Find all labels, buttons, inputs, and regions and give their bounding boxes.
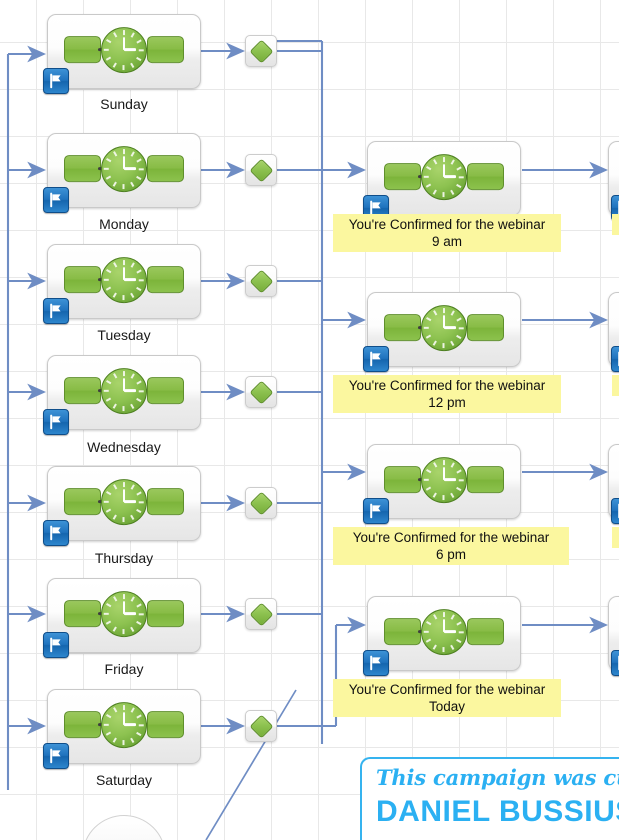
webinar-note-line2: 12 pm (428, 395, 466, 410)
clock-delay-icon (382, 608, 506, 656)
clock-delay-icon (382, 304, 506, 352)
clock-delay-icon (62, 145, 186, 193)
webinar-note: You're Confirmed for the webinar 9 am (333, 214, 561, 252)
diamond-decision-icon (248, 379, 274, 405)
diamond-decision-icon (248, 157, 274, 183)
offscreen-note (612, 375, 619, 396)
diamond-decision-icon (248, 490, 274, 516)
flag-badge-icon (43, 68, 69, 94)
webinar-note: You're Confirmed for the webinar 12 pm (333, 375, 561, 413)
day-node[interactable] (43, 14, 201, 94)
flag-badge-icon (43, 409, 69, 435)
day-node-label: Friday (104, 661, 144, 677)
flag-badge-icon (611, 498, 619, 524)
branding-line-1: This campaign was custom (376, 765, 619, 790)
day-node-label: Monday (99, 216, 149, 232)
clock-delay-icon (62, 590, 186, 638)
day-node-label: Sunday (100, 96, 148, 112)
day-node[interactable] (43, 244, 201, 324)
flag-badge-icon (43, 743, 69, 769)
flag-badge-icon (43, 187, 69, 213)
day-node[interactable] (43, 578, 201, 658)
decision-node[interactable] (245, 35, 277, 67)
flag-badge-icon (363, 650, 389, 676)
day-node[interactable] (43, 689, 201, 769)
offscreen-note (612, 214, 619, 235)
flag-badge-icon (363, 498, 389, 524)
decision-node[interactable] (245, 710, 277, 742)
diamond-decision-icon (248, 713, 274, 739)
webinar-note-line1: You're Confirmed for the webinar (348, 682, 546, 697)
clock-delay-icon (62, 256, 186, 304)
clock-delay-icon (62, 478, 186, 526)
day-node[interactable] (43, 355, 201, 435)
decision-node[interactable] (245, 154, 277, 186)
diamond-decision-icon (248, 268, 274, 294)
flag-badge-icon (611, 346, 619, 372)
day-node[interactable] (43, 466, 201, 546)
diamond-decision-icon (248, 38, 274, 64)
decision-node[interactable] (245, 487, 277, 519)
day-node-label: Wednesday (87, 439, 161, 455)
decision-node[interactable] (245, 376, 277, 408)
webinar-note-line1: You're Confirmed for the webinar (348, 217, 546, 232)
webinar-note: You're Confirmed for the webinar Today (333, 679, 561, 717)
decision-node[interactable] (245, 265, 277, 297)
offscreen-note (612, 527, 619, 548)
clock-delay-icon (382, 153, 506, 201)
flag-badge-icon (43, 632, 69, 658)
clipped-round-node[interactable] (82, 815, 166, 840)
day-node-label: Thursday (94, 550, 154, 566)
offscreen-node[interactable] (608, 596, 619, 676)
webinar-note-line2: 9 am (431, 234, 462, 249)
clock-delay-icon (62, 701, 186, 749)
flag-badge-icon (611, 650, 619, 676)
branding-line-2: DANIEL BUSSIUS (376, 795, 619, 828)
decision-node[interactable] (245, 598, 277, 630)
webinar-note-line1: You're Confirmed for the webinar (352, 530, 550, 545)
day-node-label: Tuesday (97, 327, 151, 343)
clock-delay-icon (62, 367, 186, 415)
offscreen-node[interactable] (608, 444, 619, 524)
diamond-decision-icon (248, 601, 274, 627)
flag-badge-icon (43, 520, 69, 546)
offscreen-node[interactable] (608, 141, 619, 221)
webinar-node[interactable] (363, 596, 521, 676)
webinar-note-line2: Today (428, 699, 466, 714)
webinar-node[interactable] (363, 292, 521, 372)
day-node-label: Saturday (95, 772, 153, 788)
webinar-node[interactable] (363, 141, 521, 221)
webinar-note-line1: You're Confirmed for the webinar (348, 378, 546, 393)
offscreen-node[interactable] (608, 292, 619, 372)
webinar-node[interactable] (363, 444, 521, 524)
flag-badge-icon (363, 346, 389, 372)
branding-callout: This campaign was custom DANIEL BUSSIUS (360, 757, 619, 840)
flag-badge-icon (43, 298, 69, 324)
webinar-note-line2: 6 pm (435, 547, 466, 562)
clock-delay-icon (62, 26, 186, 74)
clock-delay-icon (382, 456, 506, 504)
day-node[interactable] (43, 133, 201, 213)
webinar-note: You're Confirmed for the webinar 6 pm (333, 527, 569, 565)
